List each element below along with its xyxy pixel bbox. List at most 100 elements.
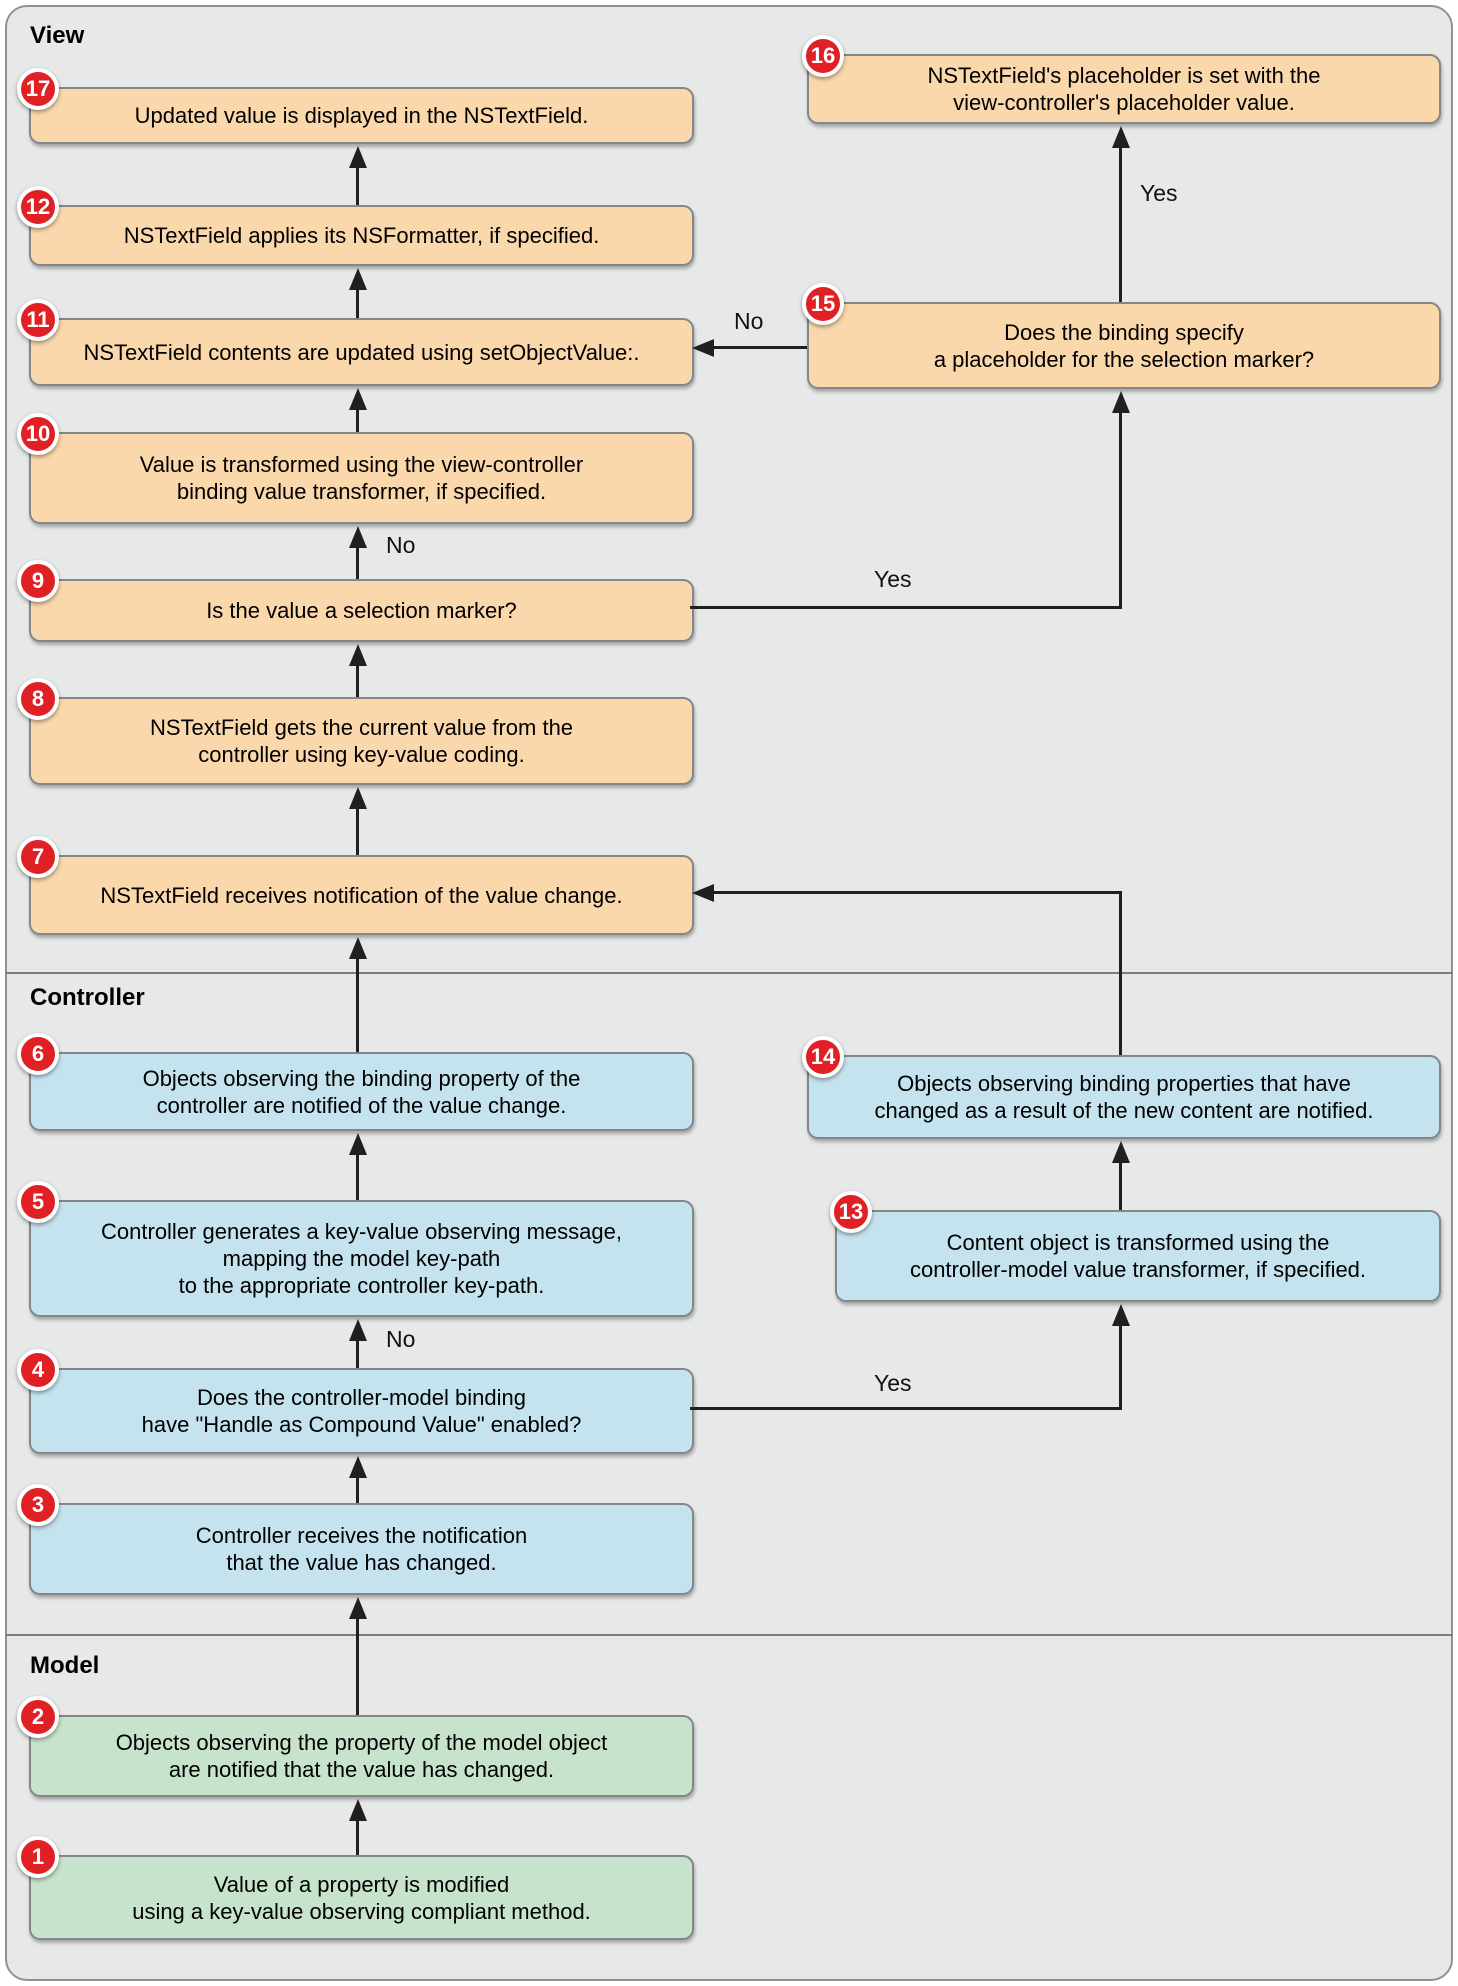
- arrow-10-to-11: [349, 388, 367, 410]
- step-box-9: Is the value a selection marker?: [29, 579, 694, 642]
- step-box-6: Objects observing the binding property o…: [29, 1052, 694, 1131]
- arrow-4-to-5: [349, 1319, 367, 1341]
- arrow-2-to-3-shaft: [356, 1615, 359, 1715]
- label-yes-4-13: Yes: [874, 1370, 912, 1396]
- step-badge-6: 6: [17, 1033, 59, 1075]
- arrow-12-to-17-shaft: [356, 164, 359, 205]
- controller-model-divider: [6, 1634, 1452, 1636]
- step-badge-15: 15: [802, 283, 844, 325]
- label-yes-15-16: Yes: [1140, 180, 1178, 206]
- elbow-14-to-7-vertical: [1119, 893, 1122, 1055]
- arrow-15-to-16-shaft: [1119, 144, 1122, 302]
- step-box-5: Controller generates a key-value observi…: [29, 1200, 694, 1317]
- elbow-4-to-13-arrowhead: [1112, 1304, 1130, 1326]
- step-box-1-text: Value of a property is modified using a …: [132, 1871, 591, 1924]
- step-badge-9: 9: [17, 560, 59, 602]
- step-box-7-text: NSTextField receives notification of the…: [100, 882, 623, 908]
- arrow-8-to-9-shaft: [356, 662, 359, 697]
- step-box-16: NSTextField's placeholder is set with th…: [807, 54, 1441, 124]
- step-badge-17: 17: [17, 68, 59, 110]
- step-box-15-text: Does the binding specify a placeholder f…: [933, 319, 1315, 372]
- arrow-7-to-8: [349, 787, 367, 809]
- elbow-4-to-13-vertical: [1119, 1322, 1122, 1410]
- step-box-13-text: Content object is transformed using the …: [909, 1230, 1367, 1282]
- step-box-9-text: Is the value a selection marker?: [206, 598, 517, 623]
- step-badge-3: 3: [17, 1484, 59, 1526]
- arrow-11-to-12: [349, 268, 367, 290]
- elbow-9-to-15-vertical: [1119, 409, 1122, 609]
- arrow-4-to-5-shaft: [356, 1337, 359, 1368]
- step-box-4: Does the controller-model binding have "…: [29, 1368, 694, 1454]
- arrow-9-to-10-shaft: [356, 544, 359, 579]
- step-box-12: NSTextField applies its NSFormatter, if …: [29, 205, 694, 266]
- step-box-16-text: NSTextField's placeholder is set with th…: [927, 63, 1321, 115]
- arrow-10-to-11-shaft: [356, 406, 359, 432]
- section-label-controller: Controller: [30, 984, 145, 1011]
- step-box-3-text: Controller receives the notification tha…: [195, 1523, 528, 1575]
- arrow-5-to-6: [349, 1133, 367, 1155]
- step-box-8: NSTextField gets the current value from …: [29, 697, 694, 785]
- arrow-13-to-14: [1112, 1141, 1130, 1163]
- elbow-4-to-13-horizontal: [690, 1407, 1122, 1410]
- step-box-8-text: NSTextField gets the current value from …: [149, 715, 574, 767]
- step-box-5-text: Controller generates a key-value observi…: [101, 1219, 622, 1298]
- step-box-14-text: Objects observing binding properties tha…: [874, 1071, 1374, 1123]
- step-badge-14: 14: [802, 1036, 844, 1078]
- arrow-6-to-7: [349, 937, 367, 959]
- elbow-14-to-7-horizontal: [708, 891, 1122, 894]
- elbow-9-to-15-arrowhead: [1112, 391, 1130, 413]
- step-badge-16: 16: [802, 35, 844, 77]
- arrow-5-to-6-shaft: [356, 1151, 359, 1200]
- step-box-15: Does the binding specify a placeholder f…: [807, 302, 1441, 389]
- step-box-2: Objects observing the property of the mo…: [29, 1715, 694, 1797]
- elbow-9-to-15-horizontal: [690, 606, 1122, 609]
- arrow-15-to-16: [1112, 126, 1130, 148]
- arrow-2-to-3: [349, 1597, 367, 1619]
- step-badge-5: 5: [17, 1181, 59, 1223]
- step-box-4-text: Does the controller-model binding have "…: [141, 1385, 582, 1437]
- step-box-6-text: Objects observing the binding property o…: [142, 1065, 581, 1118]
- step-box-3: Controller receives the notification tha…: [29, 1503, 694, 1595]
- step-badge-8: 8: [17, 678, 59, 720]
- label-no-15-11: No: [734, 308, 764, 334]
- arrow-9-to-10: [349, 526, 367, 548]
- elbow-14-to-7-arrowhead: [692, 884, 714, 902]
- arrow-12-to-17: [349, 146, 367, 168]
- step-box-1: Value of a property is modified using a …: [29, 1855, 694, 1940]
- arrow-13-to-14-shaft: [1119, 1159, 1122, 1210]
- label-no-4-5: No: [386, 1326, 416, 1352]
- arrow-7-to-8-shaft: [356, 805, 359, 855]
- step-box-12-text: NSTextField applies its NSFormatter, if …: [123, 223, 600, 248]
- arrow-8-to-9: [349, 644, 367, 666]
- step-box-13: Content object is transformed using the …: [835, 1210, 1441, 1302]
- step-box-7: NSTextField receives notification of the…: [29, 855, 694, 935]
- step-box-11-text: NSTextField contents are updated using s…: [83, 339, 640, 365]
- section-label-model: Model: [30, 1652, 100, 1679]
- step-badge-7: 7: [17, 836, 59, 878]
- step-box-10: Value is transformed using the view-cont…: [29, 432, 694, 524]
- step-box-2-text: Objects observing the property of the mo…: [115, 1730, 608, 1782]
- step-badge-12: 12: [17, 186, 59, 228]
- step-box-10-text: Value is transformed using the view-cont…: [139, 452, 584, 504]
- view-controller-divider: [6, 972, 1452, 974]
- step-box-14: Objects observing binding properties tha…: [807, 1055, 1441, 1139]
- section-label-view: View: [30, 22, 85, 49]
- arrow-1-to-2: [349, 1799, 367, 1821]
- step-box-17: Updated value is displayed in the NSText…: [29, 87, 694, 144]
- step-badge-13: 13: [830, 1191, 872, 1233]
- arrow-11-to-12-shaft: [356, 286, 359, 318]
- arrow-15-to-11-shaft: [708, 346, 807, 349]
- step-badge-2: 2: [17, 1696, 59, 1738]
- arrow-15-to-11-arrowhead: [692, 339, 714, 357]
- label-no-9-10: No: [386, 532, 416, 558]
- step-badge-4: 4: [17, 1349, 59, 1391]
- step-badge-10: 10: [17, 413, 59, 455]
- step-badge-1: 1: [17, 1836, 59, 1878]
- arrow-3-to-4: [349, 1456, 367, 1478]
- arrow-3-to-4-shaft: [356, 1474, 359, 1503]
- label-yes-9-15: Yes: [874, 566, 912, 592]
- arrow-6-to-7-shaft: [356, 955, 359, 1052]
- step-box-17-text: Updated value is displayed in the NSText…: [134, 103, 589, 128]
- step-box-11: NSTextField contents are updated using s…: [29, 318, 694, 386]
